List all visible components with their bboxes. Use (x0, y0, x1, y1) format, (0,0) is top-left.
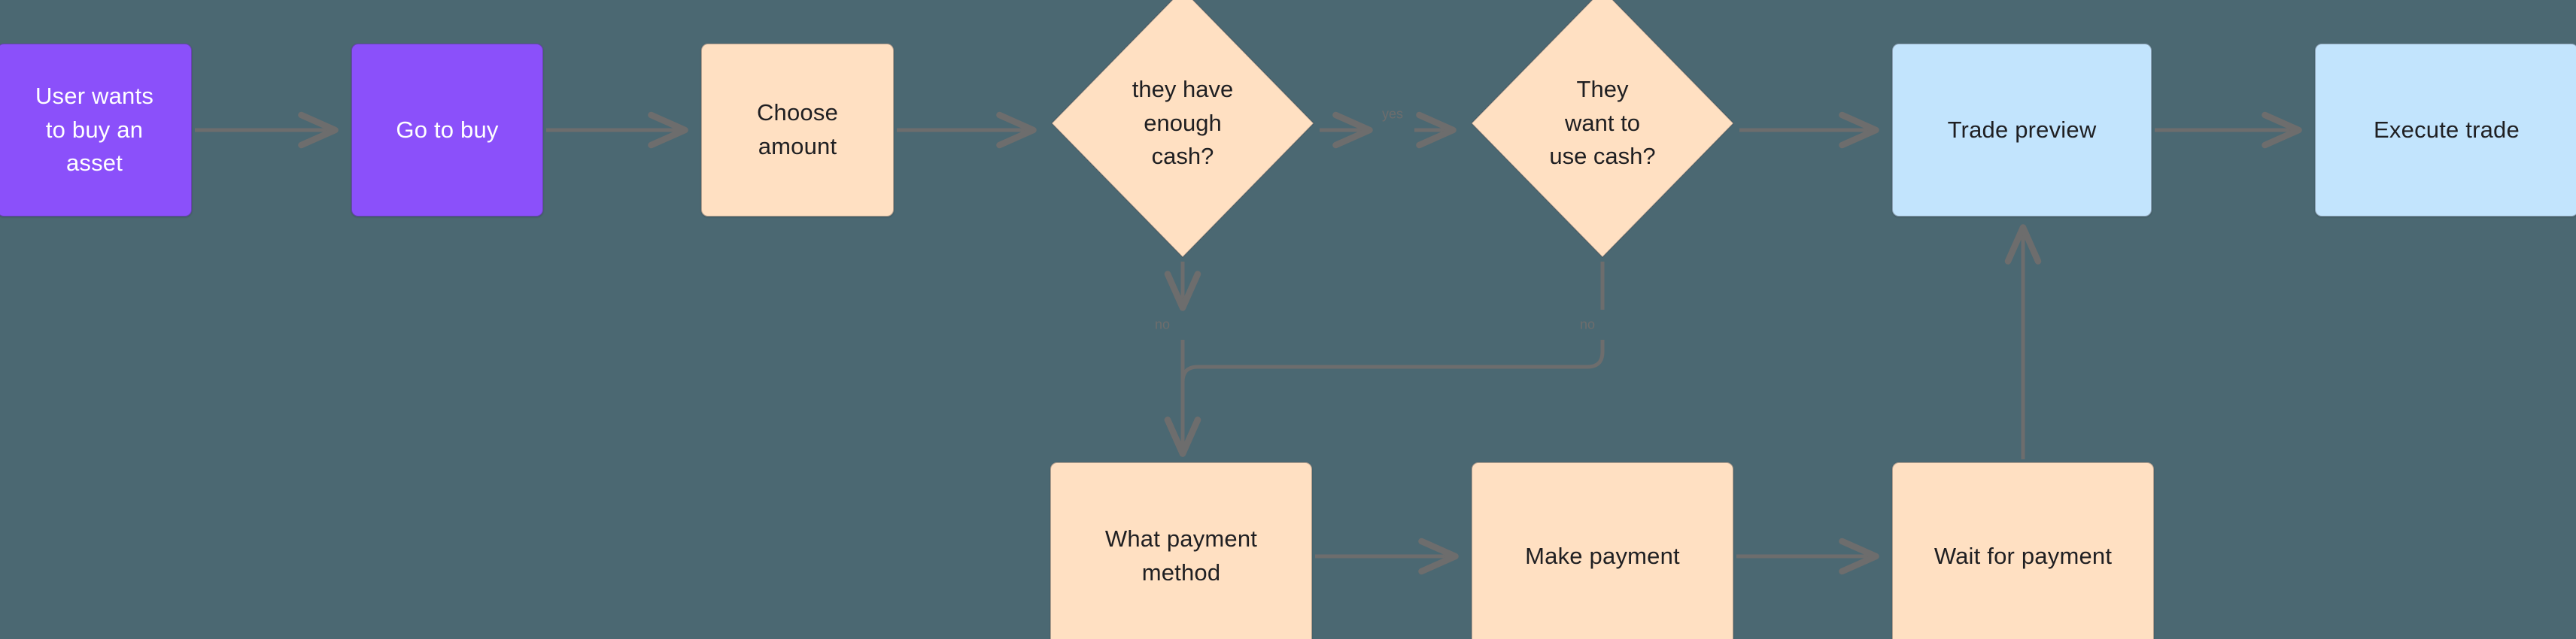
node-what-payment-method[interactable]: What payment method (1050, 462, 1312, 639)
node-user-wants-to-buy-an-asset[interactable]: User wants to buy an asset (0, 44, 192, 217)
node-label: User wants to buy an asset (35, 82, 154, 177)
node-label: Go to buy (396, 116, 499, 143)
node-label: Make payment (1525, 542, 1680, 569)
node-label: What payment method (1104, 525, 1258, 586)
edge-label-no-right: no (1579, 316, 1596, 332)
diamond-shape-icon (1471, 0, 1734, 258)
edge-label-yes: yes (1381, 106, 1404, 122)
node-label: Execute trade (2374, 116, 2520, 143)
node-label: Choose amount (756, 99, 839, 159)
node-choose-amount[interactable]: Choose amount (701, 44, 894, 217)
node-label: Wait for payment (1934, 542, 2113, 569)
diamond-shape-icon (1051, 0, 1314, 258)
edge-label-no-left: no (1154, 316, 1171, 332)
node-they-want-to-use-cash[interactable]: They want to use cash? (1469, 0, 1736, 260)
node-they-have-enough-cash[interactable]: they have enough cash? (1049, 0, 1317, 260)
edge-no-merge-path (1164, 340, 1605, 457)
node-trade-preview[interactable]: Trade preview (1892, 44, 2152, 217)
node-label: Trade preview (1947, 116, 2097, 143)
node-go-to-buy[interactable]: Go to buy (351, 44, 543, 217)
node-wait-for-payment[interactable]: Wait for payment (1892, 462, 2154, 639)
node-label: They want to use cash? (1549, 75, 1656, 170)
node-label: they have enough cash? (1132, 75, 1234, 170)
node-make-payment[interactable]: Make payment (1472, 462, 1733, 639)
node-execute-trade[interactable]: Execute trade (2315, 44, 2576, 217)
